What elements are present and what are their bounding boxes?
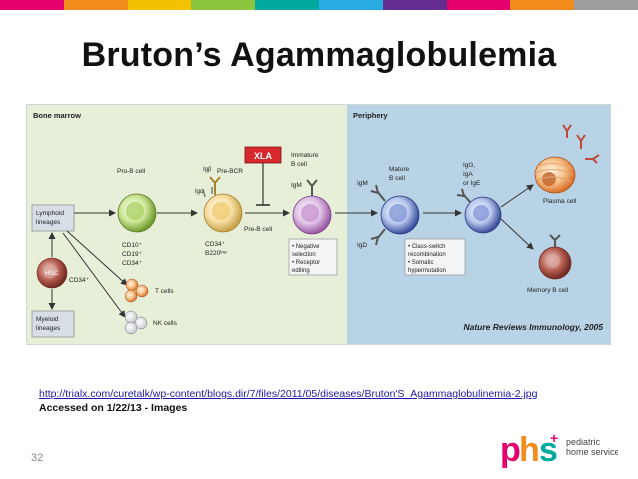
immature-note-4: editing: [292, 268, 310, 274]
pro-b-marker-3: CD34⁺: [122, 260, 143, 267]
immature-note-3: • Receptor: [292, 260, 320, 266]
mature-b-cell-label-1: Mature: [389, 166, 410, 173]
class-switched-b-nucleus: [473, 205, 489, 221]
nk-cells-label: NK cells: [153, 320, 178, 327]
top-bar-segment-10: [574, 0, 638, 10]
mature-b-nucleus: [389, 204, 407, 222]
lymphoid-to-tcells-arrow: [66, 230, 128, 286]
plasma-cell: [534, 156, 576, 194]
antibody-icon-3: [562, 124, 572, 138]
myeloid-lineages-label-1: Myeloid: [36, 316, 59, 323]
mature-note-3: • Somatic: [408, 260, 433, 266]
lymphoid-lineages-label-2: lineages: [36, 219, 61, 226]
top-bar-segment-5: [255, 0, 319, 10]
t-cell-2: [135, 284, 149, 298]
hsc-label: HSC: [45, 270, 59, 277]
antibody-icon-1: [576, 134, 586, 149]
immature-notes-box: [288, 238, 338, 276]
page-number: 32: [31, 452, 44, 464]
nk-cell-3: [124, 321, 138, 335]
switched-to-memory-arrow: [500, 218, 534, 250]
immature-note-2: selection: [292, 252, 316, 258]
isotype-label-3: or IgE: [463, 180, 481, 187]
pro-b-cell-label: Pro-B cell: [117, 168, 146, 175]
immature-b-cell-label-1: Immature: [291, 152, 319, 159]
pre-b-nucleus: [212, 202, 230, 220]
logo-letter-h: h: [519, 431, 540, 469]
logo-letter-p: p: [500, 431, 521, 469]
pro-b-nucleus: [126, 202, 144, 220]
memory-receptor-icon: [549, 234, 561, 247]
phs-logo: p h s + pediatric home service: [500, 430, 618, 469]
top-bar-segment-4: [191, 0, 256, 10]
lymphoid-to-nkcells-arrow: [62, 232, 126, 318]
pre-bcr-receptor-icon: [209, 176, 221, 195]
immature-b-nucleus: [301, 204, 319, 222]
slide-title: Bruton’s Agammaglobulemia: [81, 36, 557, 74]
immature-igm-label: IgM: [291, 182, 302, 189]
t-cells-label: T cells: [155, 288, 174, 295]
igd-label: IgD: [357, 242, 367, 249]
immature-igm-receptor-icon: [306, 179, 318, 196]
hsc-cd34-label: CD34⁺: [69, 277, 90, 284]
figure-credit: Nature Reviews Immunology, 2005: [463, 322, 603, 332]
mature-igd-receptor-icon: [370, 228, 386, 246]
top-bar-segment-8: [446, 0, 511, 10]
b-cell-development-figure: Bone marrow Periphery Lymphoid lineages …: [26, 104, 611, 345]
plasma-cell-nucleus: [542, 172, 556, 186]
top-color-bar: [0, 0, 638, 10]
top-bar-segment-1: [0, 0, 64, 10]
mature-igm-label: IgM: [357, 180, 368, 187]
top-bar-segment-3: [127, 0, 192, 10]
mature-igm-receptor-icon: [370, 184, 386, 202]
logo-line-2: home service: [566, 447, 618, 457]
logo-line-1: pediatric: [566, 437, 601, 447]
plasma-cell-er-icon: [534, 163, 574, 183]
isotype-label-2: IgA: [463, 171, 473, 178]
periphery-label: Periphery: [353, 111, 388, 120]
logo-plus-icon: +: [550, 430, 558, 446]
myeloid-lineages-label-2: lineages: [36, 325, 61, 332]
pre-bcr-label: Pre-BCR: [217, 168, 243, 175]
mature-note-1: • Class-switch: [408, 244, 445, 250]
top-bar-segment-7: [382, 0, 447, 10]
pre-b-marker-1: CD34⁺: [205, 241, 226, 248]
top-bar-segment-2: [63, 0, 128, 10]
pre-b-marker-2: B220ˡᵒʷ: [205, 250, 228, 257]
isotype-label-1: IgG,: [463, 162, 475, 169]
mature-note-2: recombination: [408, 252, 446, 258]
class-switched-receptor-icon: [456, 188, 471, 203]
hsc-nucleus: [43, 264, 57, 278]
top-bar-segment-6: [318, 0, 383, 10]
memory-b-cell-label: Memory B cell: [527, 287, 569, 294]
antibody-icon-2: [585, 154, 600, 164]
mature-note-4: hypermutation: [408, 268, 446, 274]
memory-b-nucleus: [546, 254, 560, 268]
plasma-cell-label: Plasma cell: [543, 198, 577, 205]
logo-letter-s: s: [539, 431, 558, 469]
ig-alpha-beta-icon: [202, 187, 213, 198]
source-link[interactable]: http://trialx.com/curetalk/wp-content/bl…: [39, 388, 538, 400]
pre-b-cell-label: Pre-B cell: [244, 226, 273, 233]
pro-b-marker-1: CD10⁺: [122, 242, 143, 249]
myeloid-lineages-box: [31, 310, 75, 338]
mature-b-cell-label-2: B cell: [389, 175, 405, 182]
top-bar-segment-9: [510, 0, 575, 10]
lymphoid-lineages-label-1: Lymphoid: [36, 210, 64, 217]
iga-label: Igα: [195, 189, 204, 195]
xla-label: XLA: [254, 151, 273, 161]
accessed-date: Accessed on 1/22/13 - Images: [39, 402, 188, 414]
t-cell-3: [124, 289, 138, 303]
switched-to-plasma-arrow: [500, 184, 534, 208]
pro-b-marker-2: CD19⁺: [122, 251, 143, 258]
bone-marrow-region: [27, 105, 347, 344]
figure-svg: Bone marrow Periphery Lymphoid lineages …: [27, 105, 610, 344]
nk-cell-2: [134, 316, 148, 330]
lymphoid-lineages-box: [31, 204, 75, 232]
immature-b-cell-label-2: B cell: [291, 161, 307, 168]
igb-label: Igβ: [203, 167, 212, 173]
bone-marrow-label: Bone marrow: [33, 111, 81, 120]
immature-note-1: • Negative: [292, 244, 320, 250]
mature-notes-box: [404, 238, 466, 276]
